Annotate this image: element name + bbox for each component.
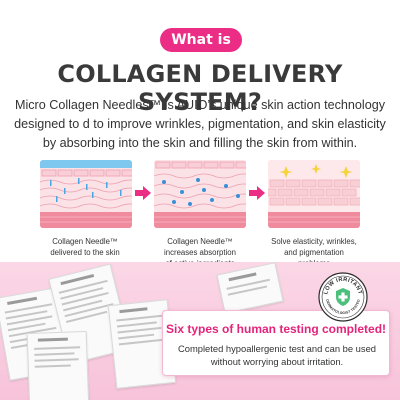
testing-title: Six types of human testing completed! <box>165 322 387 336</box>
step-1-caption-line: Collagen Needle™ <box>52 237 118 246</box>
arrow-right-icon <box>134 184 152 202</box>
step-2-caption-line: increases absorption <box>164 248 236 257</box>
shield-cross-icon <box>336 288 350 306</box>
testing-description-line: Completed hypoallergenic test and can be… <box>177 343 377 354</box>
skin-illustration-step-3 <box>268 160 360 228</box>
arrow-right-icon <box>248 184 266 202</box>
step-2-caption-line: Collagen Needle™ <box>167 237 233 246</box>
testing-info-card: Six types of human testing completed! Co… <box>162 310 390 376</box>
testing-description-line: without worrying about irritation. <box>210 356 344 367</box>
skin-illustration-step-1 <box>40 160 132 228</box>
test-report-document <box>26 330 90 400</box>
testing-description: Completed hypoallergenic test and can be… <box>169 342 385 368</box>
step-1-caption-line: delivered to the skin <box>50 248 120 257</box>
sparkle-icon <box>279 164 353 178</box>
step-3-caption-line: Solve elasticity, wrinkles, <box>271 237 357 246</box>
step-1-caption: Collagen Needle™ delivered to the skin <box>26 236 144 258</box>
test-report-document <box>216 262 284 314</box>
step-3-caption-line: and pigmentation <box>284 248 344 257</box>
page-title: COLLAGEN DELIVERY SYSTEM? <box>57 60 343 116</box>
description-text: Micro Collagen Needles™ is AUIO’s unique… <box>14 98 386 150</box>
what-is-pill: What is <box>160 28 242 52</box>
skin-illustration-step-2 <box>154 160 246 228</box>
low-irritant-badge: LOW IRRITANT DERMATOLOGIST TESTED <box>318 272 368 322</box>
